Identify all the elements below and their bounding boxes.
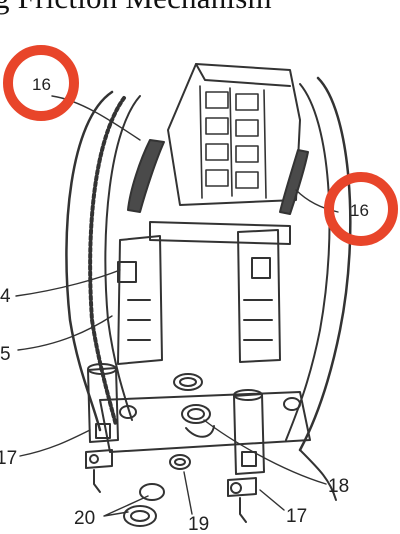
leader-5 xyxy=(17,315,113,351)
highlight-ring-right xyxy=(324,172,398,246)
central-frame xyxy=(167,63,301,206)
right-cylinder xyxy=(227,389,265,523)
part-20-washer-b xyxy=(123,505,157,527)
highlight-ring-top xyxy=(3,45,79,121)
callout-17-left: 17 xyxy=(0,448,17,469)
callout-18: 18 xyxy=(328,476,349,497)
callout-16-right: 16 xyxy=(350,201,369,220)
part-20-washer-a xyxy=(139,483,165,501)
callout-4: 4 xyxy=(0,286,11,307)
left-ring-teeth xyxy=(88,96,126,427)
left-arm xyxy=(117,235,163,365)
cross-bar xyxy=(149,221,291,245)
callout-19: 19 xyxy=(188,514,209,534)
left-ring-inner-edge xyxy=(104,95,141,421)
callout-17-right: 17 xyxy=(286,506,307,527)
right-outer-ring xyxy=(298,76,352,452)
leader-17-right xyxy=(259,489,285,511)
left-cylinder xyxy=(85,363,119,493)
left-friction-pad xyxy=(127,139,165,213)
leader-17-left xyxy=(19,429,91,457)
leader-16-top xyxy=(51,95,141,141)
right-ring-lower xyxy=(299,449,337,501)
leader-4 xyxy=(15,269,121,297)
right-ring-inner-edge xyxy=(285,83,331,441)
right-arm xyxy=(237,229,281,363)
right-friction-pad xyxy=(279,149,309,215)
callout-20: 20 xyxy=(74,508,95,529)
page-title: g Friction Mechanism xyxy=(0,0,272,16)
leader-20 xyxy=(103,495,149,517)
chain-links xyxy=(199,85,267,199)
callout-16-top: 16 xyxy=(32,75,51,94)
part-18-washer xyxy=(181,404,211,424)
part-18-washer-top xyxy=(173,373,203,391)
leader-18 xyxy=(203,419,327,485)
callout-5: 5 xyxy=(0,344,11,365)
leader-19 xyxy=(183,471,193,515)
part-19-nut xyxy=(169,454,191,470)
